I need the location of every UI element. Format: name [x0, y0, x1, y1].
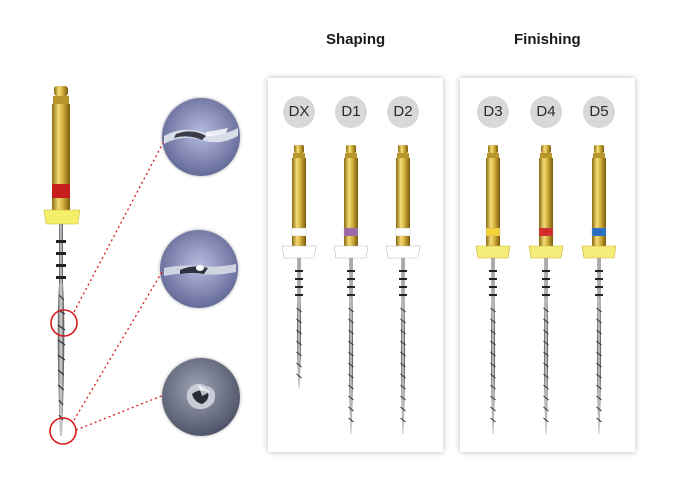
- shaping-panel: [268, 78, 443, 452]
- file-d1: [333, 145, 369, 434]
- file-label-d5: D5: [583, 96, 615, 128]
- file-label-d3: D3: [477, 96, 509, 128]
- cross-section-view-1: [162, 98, 240, 176]
- file-dx: [281, 145, 317, 388]
- cross-section-view-2: [160, 230, 238, 308]
- file-label-d4: D4: [530, 96, 562, 128]
- file-label-d1: D1: [335, 96, 367, 128]
- shaping-heading: Shaping: [326, 31, 386, 48]
- large-file-illustration: [43, 86, 81, 436]
- tip-view: [162, 358, 240, 436]
- finishing-heading: Finishing: [514, 31, 581, 48]
- file-d3: [475, 145, 511, 434]
- file-d4: [528, 145, 564, 434]
- file-label-d2: D2: [387, 96, 419, 128]
- highlight-ring-mid: [50, 309, 78, 337]
- file-d2: [385, 145, 421, 434]
- highlight-ring-tip: [49, 417, 77, 445]
- file-label-dx: DX: [283, 96, 315, 128]
- file-d5: [581, 145, 617, 434]
